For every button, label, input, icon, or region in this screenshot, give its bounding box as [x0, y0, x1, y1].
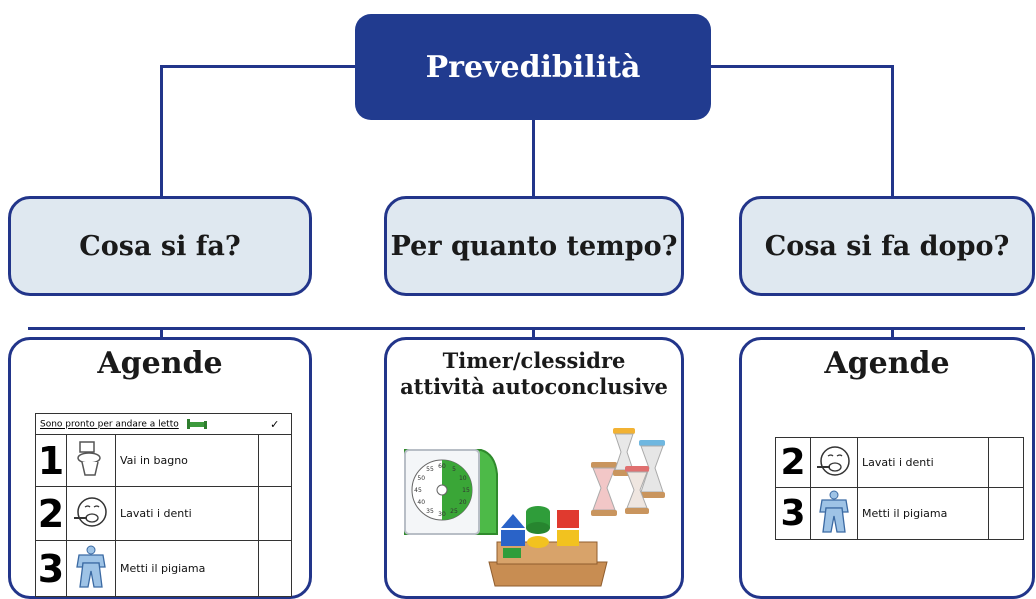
pajama-icon	[819, 490, 849, 533]
timer-tick-label: 40	[417, 499, 425, 506]
question-node-what-next: Cosa si fa dopo?	[739, 196, 1035, 296]
question-node-how-long: Per quanto tempo?	[384, 196, 684, 296]
root-label: Prevedibilità	[425, 49, 641, 85]
bed-icon	[186, 419, 207, 429]
timer-tick-label: 55	[426, 466, 434, 473]
timer-tick-label: 30	[438, 511, 446, 518]
pajama-icon	[76, 545, 106, 588]
agenda-header: Sono pronto per andare a letto	[40, 419, 179, 430]
toilet-icon	[77, 440, 101, 476]
panel-title-line1: Timer/clessidre	[442, 348, 626, 373]
connector-left-down	[160, 65, 163, 198]
step-text: Metti il pigiama	[857, 487, 989, 540]
hourglass-timers-icon	[591, 428, 665, 516]
question-label: Per quanto tempo?	[390, 230, 678, 262]
connector-panel-center	[532, 329, 535, 339]
step-number: 1	[35, 434, 67, 487]
connector-right-down	[891, 65, 894, 198]
panel-title: Agende	[97, 346, 223, 381]
timer-tick-label: 60	[438, 463, 446, 470]
step-number: 2	[35, 486, 67, 541]
panel-title: Agende	[824, 346, 950, 381]
step-text: Lavati i denti	[115, 486, 259, 541]
divider-line	[28, 327, 1025, 330]
panel-agenda-left: Agende Sono pronto per andare a letto ✓ …	[8, 337, 312, 599]
timer-tick-label: 10	[459, 475, 467, 482]
timer-tick-label: 15	[462, 487, 470, 494]
check-icon: ✓	[270, 417, 280, 431]
connector-panel-right	[891, 329, 894, 339]
step-text: Metti il pigiama	[115, 540, 259, 597]
panel-agenda-right: Agende 2 Lavati i denti 3	[739, 337, 1035, 599]
brush-teeth-icon	[74, 496, 107, 527]
step-number: 3	[35, 540, 67, 597]
timer-tick-label: 20	[459, 499, 467, 506]
question-label: Cosa si fa dopo?	[764, 230, 1010, 262]
agenda-card: Sono pronto per andare a letto ✓ 1 Vai i…	[35, 413, 292, 597]
connector-center-down	[532, 118, 535, 198]
connector-root-left	[160, 65, 356, 68]
step-number: 3	[775, 487, 811, 540]
timer-tick-label: 50	[417, 475, 425, 482]
question-label: Cosa si fa?	[79, 230, 241, 262]
agenda-card: 2 Lavati i denti 3	[775, 437, 1024, 540]
step-text: Vai in bagno	[115, 434, 259, 487]
timer-tick-label: 45	[414, 487, 422, 494]
brush-teeth-icon	[817, 445, 850, 476]
timer-tick-label: 25	[450, 508, 458, 515]
timer-tick-label: 35	[426, 508, 434, 515]
timer-tick-label: 5	[452, 466, 456, 473]
panel-timers: Timer/clessidre attività autoconclusive …	[384, 337, 684, 599]
step-text: Lavati i denti	[857, 437, 989, 488]
panel-title-line2: attività autoconclusive	[400, 374, 668, 399]
shape-sorter-toy-icon	[488, 506, 608, 587]
connector-panel-left	[160, 329, 163, 339]
connector-root-right	[710, 65, 894, 68]
step-number: 2	[775, 437, 811, 488]
root-node: Prevedibilità	[355, 14, 711, 120]
question-node-what: Cosa si fa?	[8, 196, 312, 296]
